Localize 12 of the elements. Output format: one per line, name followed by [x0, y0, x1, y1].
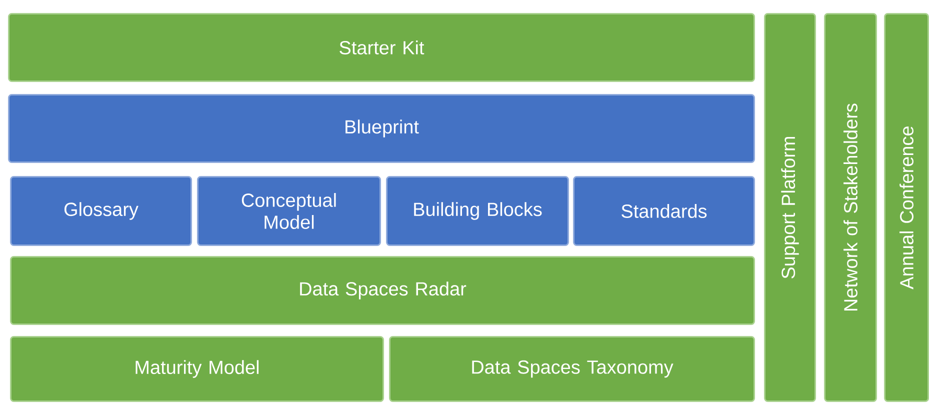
pillar-band: Annual Conference — [884, 13, 929, 402]
module-box: Building Blocks — [386, 176, 569, 246]
pillar-band: Network of Stakeholders — [824, 13, 877, 402]
module-box: Maturity Model — [10, 336, 384, 402]
layer-band: Blueprint — [8, 94, 755, 163]
pillar-band: Support Platform — [764, 13, 816, 402]
module-box: Data Spaces Taxonomy — [389, 336, 755, 402]
module-box: Glossary — [10, 176, 192, 246]
layer-band: Starter Kit — [8, 13, 755, 82]
layer-band: Data Spaces Radar — [10, 256, 755, 325]
module-box: Standards — [573, 176, 755, 246]
module-box: Conceptual Model — [197, 176, 381, 246]
